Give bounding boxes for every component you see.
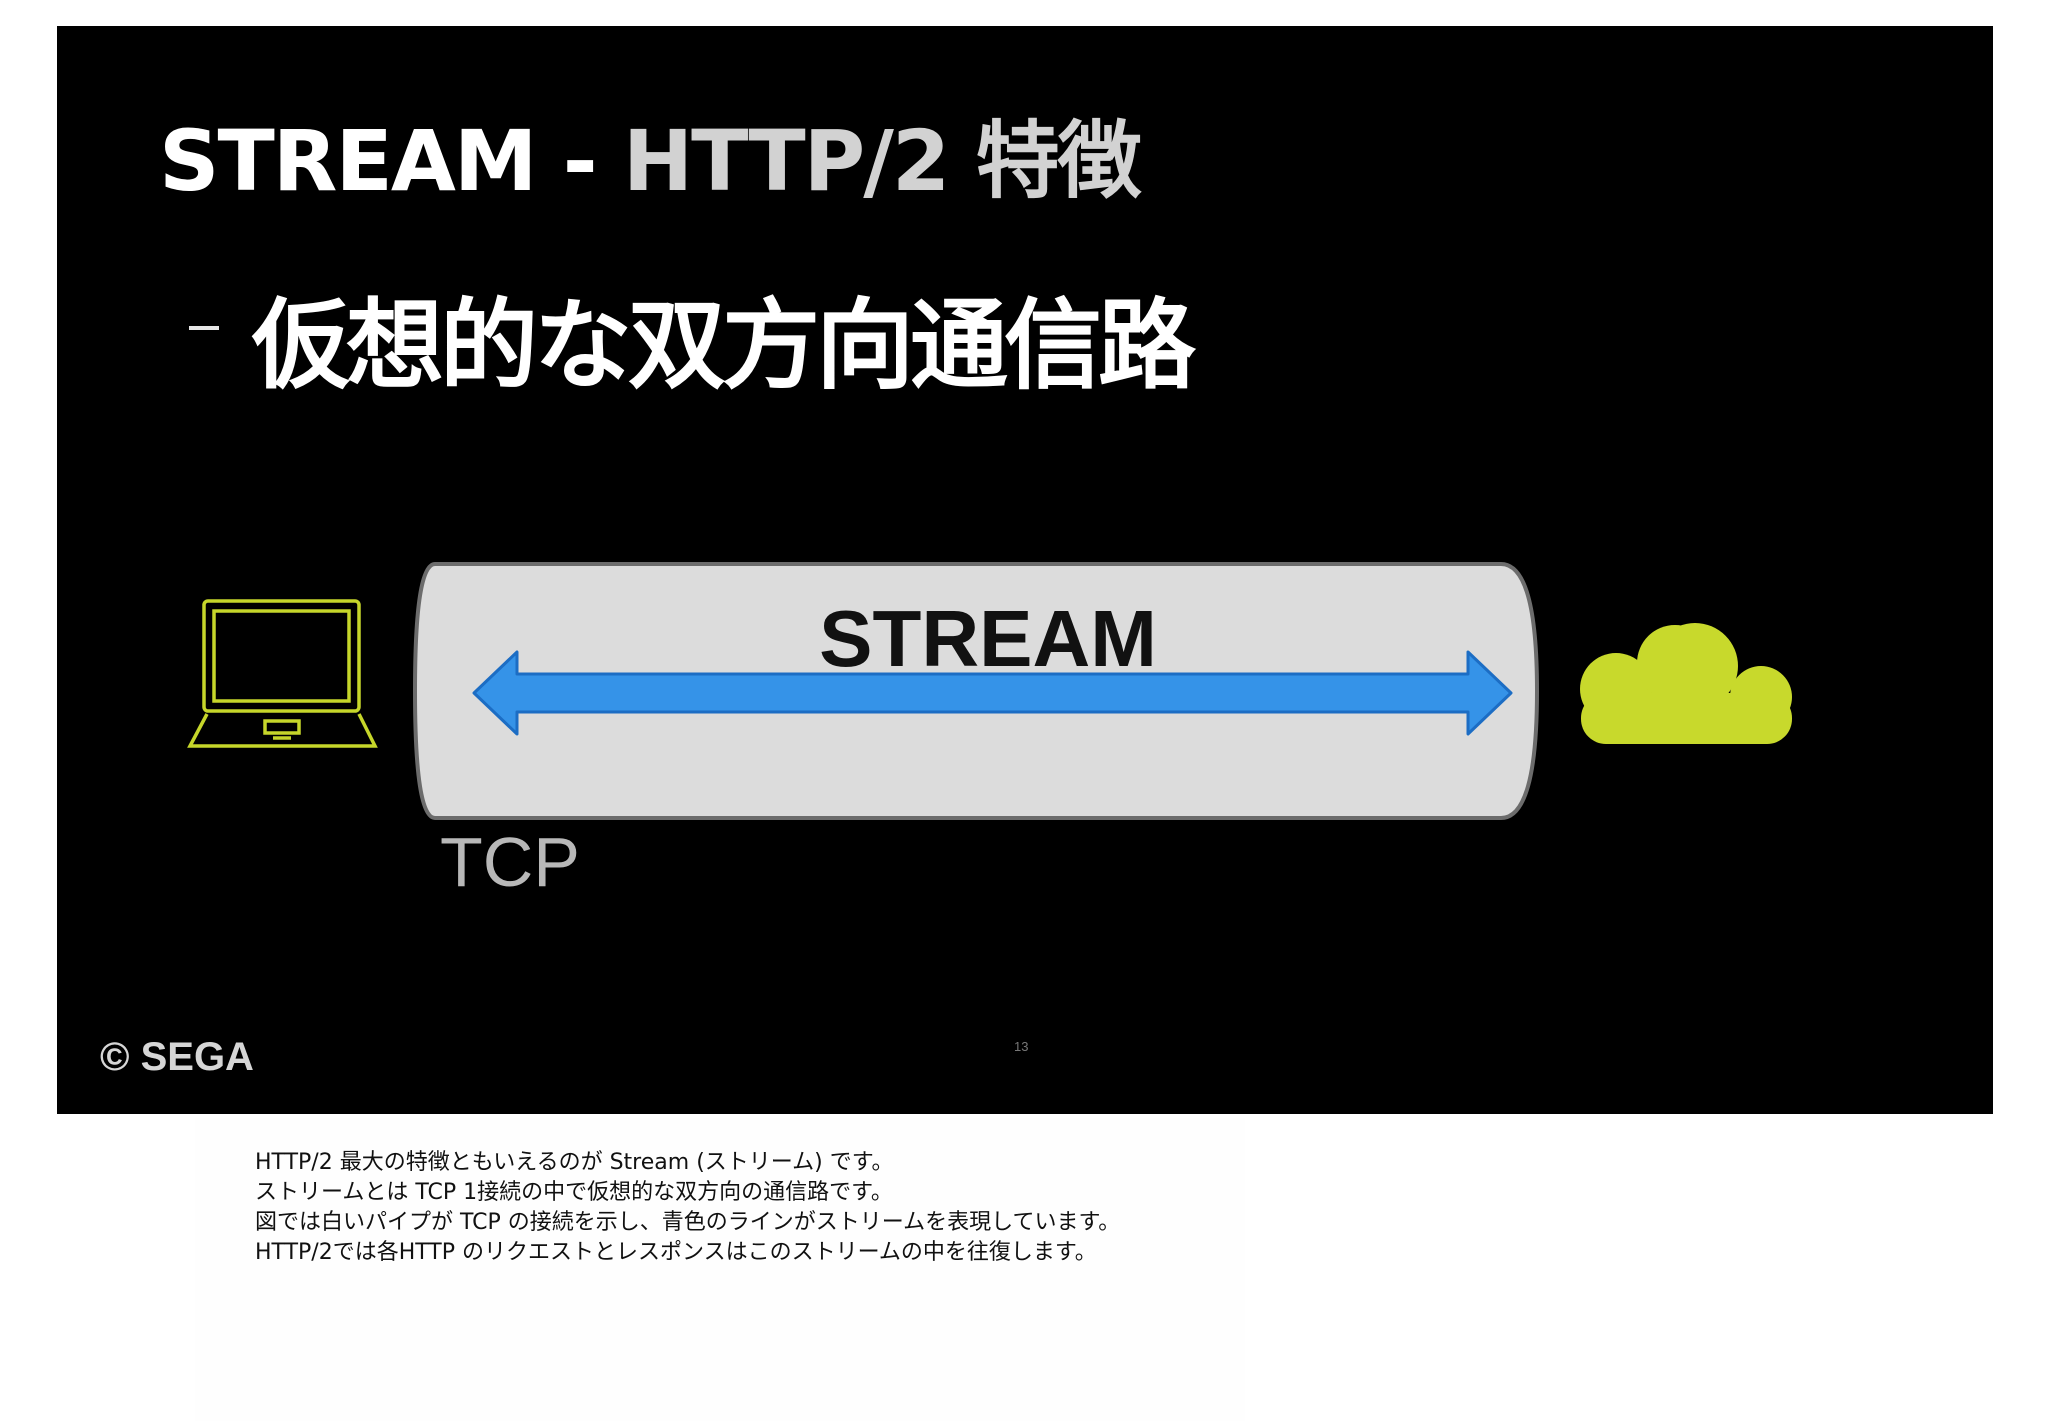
title-main: STREAM [159,112,537,210]
bullet-text: 仮想的な双方向通信路 [252,289,1196,403]
stream-label: STREAM [819,594,1157,683]
cloud-icon [1580,623,1792,744]
slide: STREAM - HTTP/2 特徴 仮想的な双方向通信路 STREAM TCP… [57,26,1993,1114]
stream-diagram: STREAM TCP [187,562,1792,901]
speaker-notes: HTTP/2 最大の特徴ともいえるのが Stream (ストリーム) です。 ス… [195,1118,1245,1421]
title-separator: - [562,112,598,210]
page-number: 13 [1014,1039,1029,1054]
laptop-icon [187,599,378,748]
title-sub: HTTP/2 特徴 [622,112,1142,210]
double-arrow-icon [472,650,1513,736]
copyright: © SEGA [100,1035,254,1079]
note-line: ストリームとは TCP 1接続の中で仮想的な双方向の通信路です。 [255,1180,893,1205]
note-line: 図では白いパイプが TCP の接続を示し、青色のラインがストリームを表現していま… [255,1210,1121,1235]
note-line: HTTP/2 最大の特徴ともいえるのが Stream (ストリーム) です。 [255,1150,894,1175]
bullet-dash [189,326,219,330]
tcp-label: TCP [440,823,580,901]
note-line: HTTP/2では各HTTP のリクエストとレスポンスはこのストリームの中を往復し… [255,1240,1097,1265]
slide-title: STREAM - HTTP/2 特徴 [159,94,1142,215]
